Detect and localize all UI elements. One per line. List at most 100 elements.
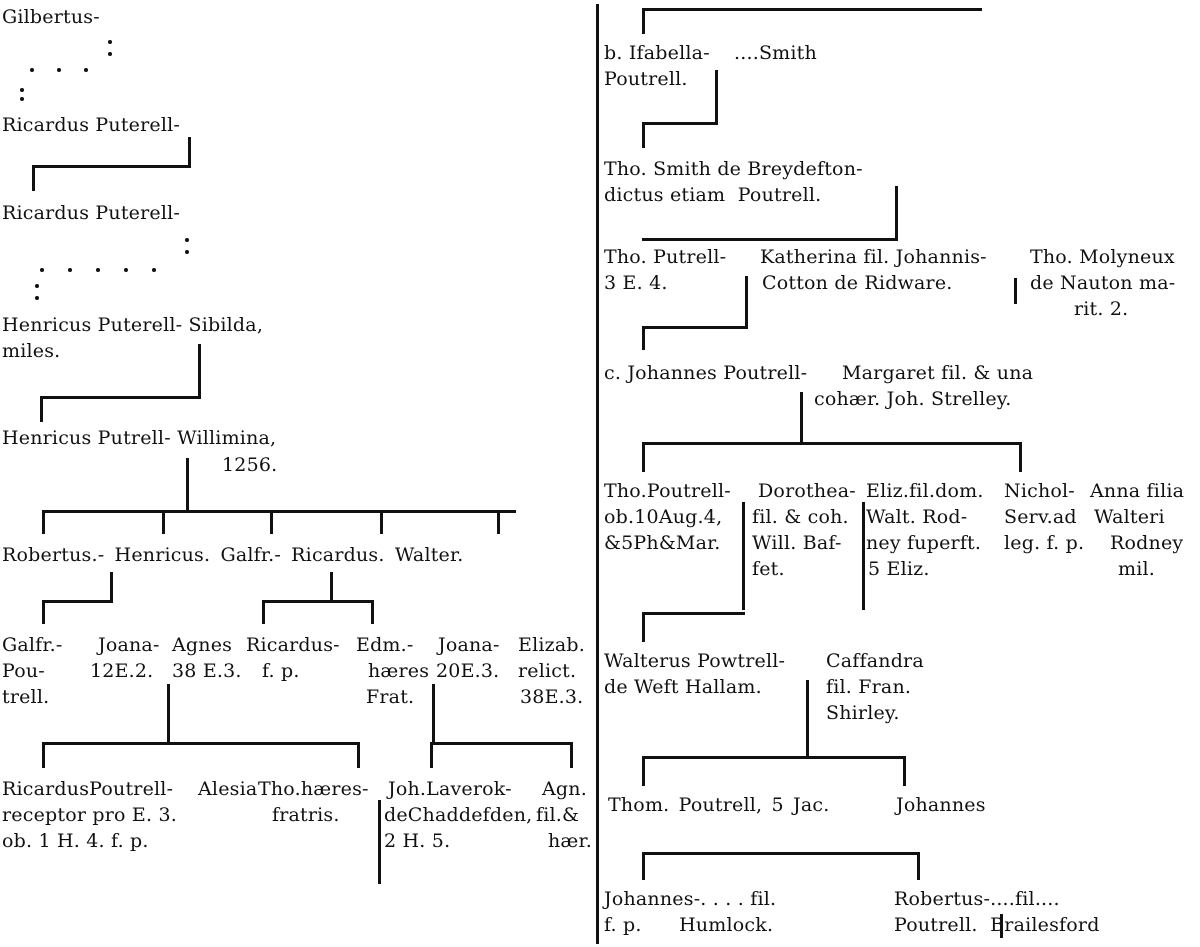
robertus-name: Robertus-....fil.... [894, 888, 1060, 910]
dorothea-note-3: fet. [752, 558, 785, 580]
descent-line [642, 326, 645, 350]
marriage-line [432, 684, 435, 742]
elizab-note: relict. [518, 660, 577, 682]
ricardus-sp-name: Ricardus- [246, 634, 340, 656]
descent-line [42, 510, 45, 534]
descent-line [188, 137, 191, 165]
descent-line [162, 510, 165, 534]
eliz-note-3: 5 Eliz. [868, 558, 930, 580]
isabella-surname: Poutrell. [604, 68, 688, 90]
descent-line [497, 510, 500, 534]
joh-laverok-date: 2 H. 5. [384, 830, 451, 852]
descent-line [40, 396, 43, 422]
tho-molyneux-place: de Nauton ma- [1030, 272, 1176, 294]
descent-dot [124, 268, 128, 272]
descent-dot [108, 52, 112, 56]
eliz-note-1: Walt. Rod- [866, 506, 968, 528]
ricardus-poutrell-name: RicardusPoutrell- [2, 778, 174, 800]
sibling-bar [40, 396, 201, 399]
sibling-bar [642, 8, 982, 11]
elizab-date: 38E.3. [520, 686, 584, 708]
descent-line [330, 572, 333, 600]
tho-haeres-name: Tho.hæres- [258, 778, 369, 800]
alesia-name: Alesia [198, 778, 258, 800]
children-row: Robertus.- Henricus. Galfr.- Ricardus. W… [2, 544, 464, 566]
tho-poutrell-name: Tho.Poutrell- [604, 480, 731, 502]
descent-line [430, 742, 433, 768]
sibling-bar [42, 600, 113, 603]
ricardus-puterell-1: Ricardus Puterell- [2, 114, 181, 136]
thom-poutrell-name: Thom. Poutrell, 5 Jac. [608, 794, 830, 816]
descent-dot [108, 40, 112, 44]
tho-smith-name: Tho. Smith de Breydefton- [604, 158, 863, 180]
sibling-bar [642, 852, 920, 855]
descent-dot [20, 97, 24, 101]
dorothea-name: Dorothea- [758, 480, 856, 502]
tho-putrell-name: Tho. Putrell- [604, 246, 727, 268]
descent-line [380, 510, 383, 534]
willimina-date: 1256. [222, 454, 278, 476]
descent-dot [40, 268, 44, 272]
joana-2-name: Joana- [438, 634, 500, 656]
margaret-name: Margaret fil. & una [842, 362, 1034, 384]
dorothea-note-1: fil. & coh. [752, 506, 849, 528]
katherina-place: Cotton de Ridware. [762, 272, 953, 294]
descent-line [32, 165, 35, 191]
marriage-line [1014, 278, 1017, 304]
ricardus-poutrell-office: receptor pro E. 3. [2, 804, 177, 826]
marriage-line [806, 680, 809, 756]
descent-line [42, 600, 45, 624]
johannes-sp-name: Johannes-. . . . fil. [604, 888, 777, 910]
column-divider [596, 4, 599, 944]
ricardus-sp-note: f. p. [262, 660, 300, 682]
galfr-poutrell-1: Galfr.- [2, 634, 63, 656]
ricardus-poutrell-death: ob. 1 H. 4. f. p. [2, 830, 149, 852]
anna-note-2: Rodney [1110, 532, 1184, 554]
walterus-name: Walterus Powtrell- [604, 650, 786, 672]
descent-dot [35, 296, 39, 300]
descent-line [1019, 442, 1022, 472]
agnes-name: Agnes [172, 634, 233, 656]
agn-name: Agn. [542, 778, 587, 800]
descent-dot [68, 268, 72, 272]
descent-line [642, 852, 645, 880]
edm-note-2: Frat. [366, 686, 415, 708]
johannes-poutrell-name: c. Johannes Poutrell- [604, 362, 808, 384]
smith-name: ....Smith [734, 42, 817, 64]
sibling-bar [642, 612, 745, 615]
johannes-sp-note: f. p. Humlock. [604, 914, 774, 936]
cassandra-name: Caffandra [826, 650, 924, 672]
nichol-name: Nichol- [1004, 480, 1075, 502]
agn-note-1: fil.& [536, 804, 580, 826]
edm-note-1: hæres [368, 660, 430, 682]
eliz-name: Eliz.fil.dom. [866, 480, 984, 502]
walterus-place: de Weft Hallam. [604, 676, 762, 698]
descent-dot [152, 268, 156, 272]
sibling-bar [642, 238, 898, 241]
katherina-name: Katherina fil. Johannis- [760, 246, 987, 268]
tho-molyneux-name: Tho. Molyneux [1030, 246, 1175, 268]
descent-line [42, 742, 45, 768]
descent-line [371, 600, 374, 624]
descent-dot [96, 268, 100, 272]
cassandra-note-2: Shirley. [826, 702, 900, 724]
descent-line [270, 510, 273, 534]
marriage-line [742, 502, 745, 610]
agn-note-2: hær. [548, 830, 592, 852]
joh-laverok-name: Joh.Laverok- [388, 778, 512, 800]
henricus-title: miles. [2, 340, 61, 362]
anna-note-1: Walteri [1094, 506, 1165, 528]
sibling-bar [642, 442, 1022, 445]
joana-1-date: 12E.2. [90, 660, 154, 682]
descent-dot [185, 250, 189, 254]
marriage-line [378, 800, 381, 884]
descent-line [642, 612, 645, 642]
descent-line [570, 742, 573, 768]
sibling-bar [642, 756, 906, 759]
isabella-name: b. Ifabella- [604, 42, 710, 64]
nichol-note-1: Serv.ad [1004, 506, 1077, 528]
eliz-note-2: ney fuperft. [866, 532, 982, 554]
gilbertus-name: Gilbertus- [2, 6, 100, 28]
galfr-poutrell-2: Pou- [2, 660, 45, 682]
